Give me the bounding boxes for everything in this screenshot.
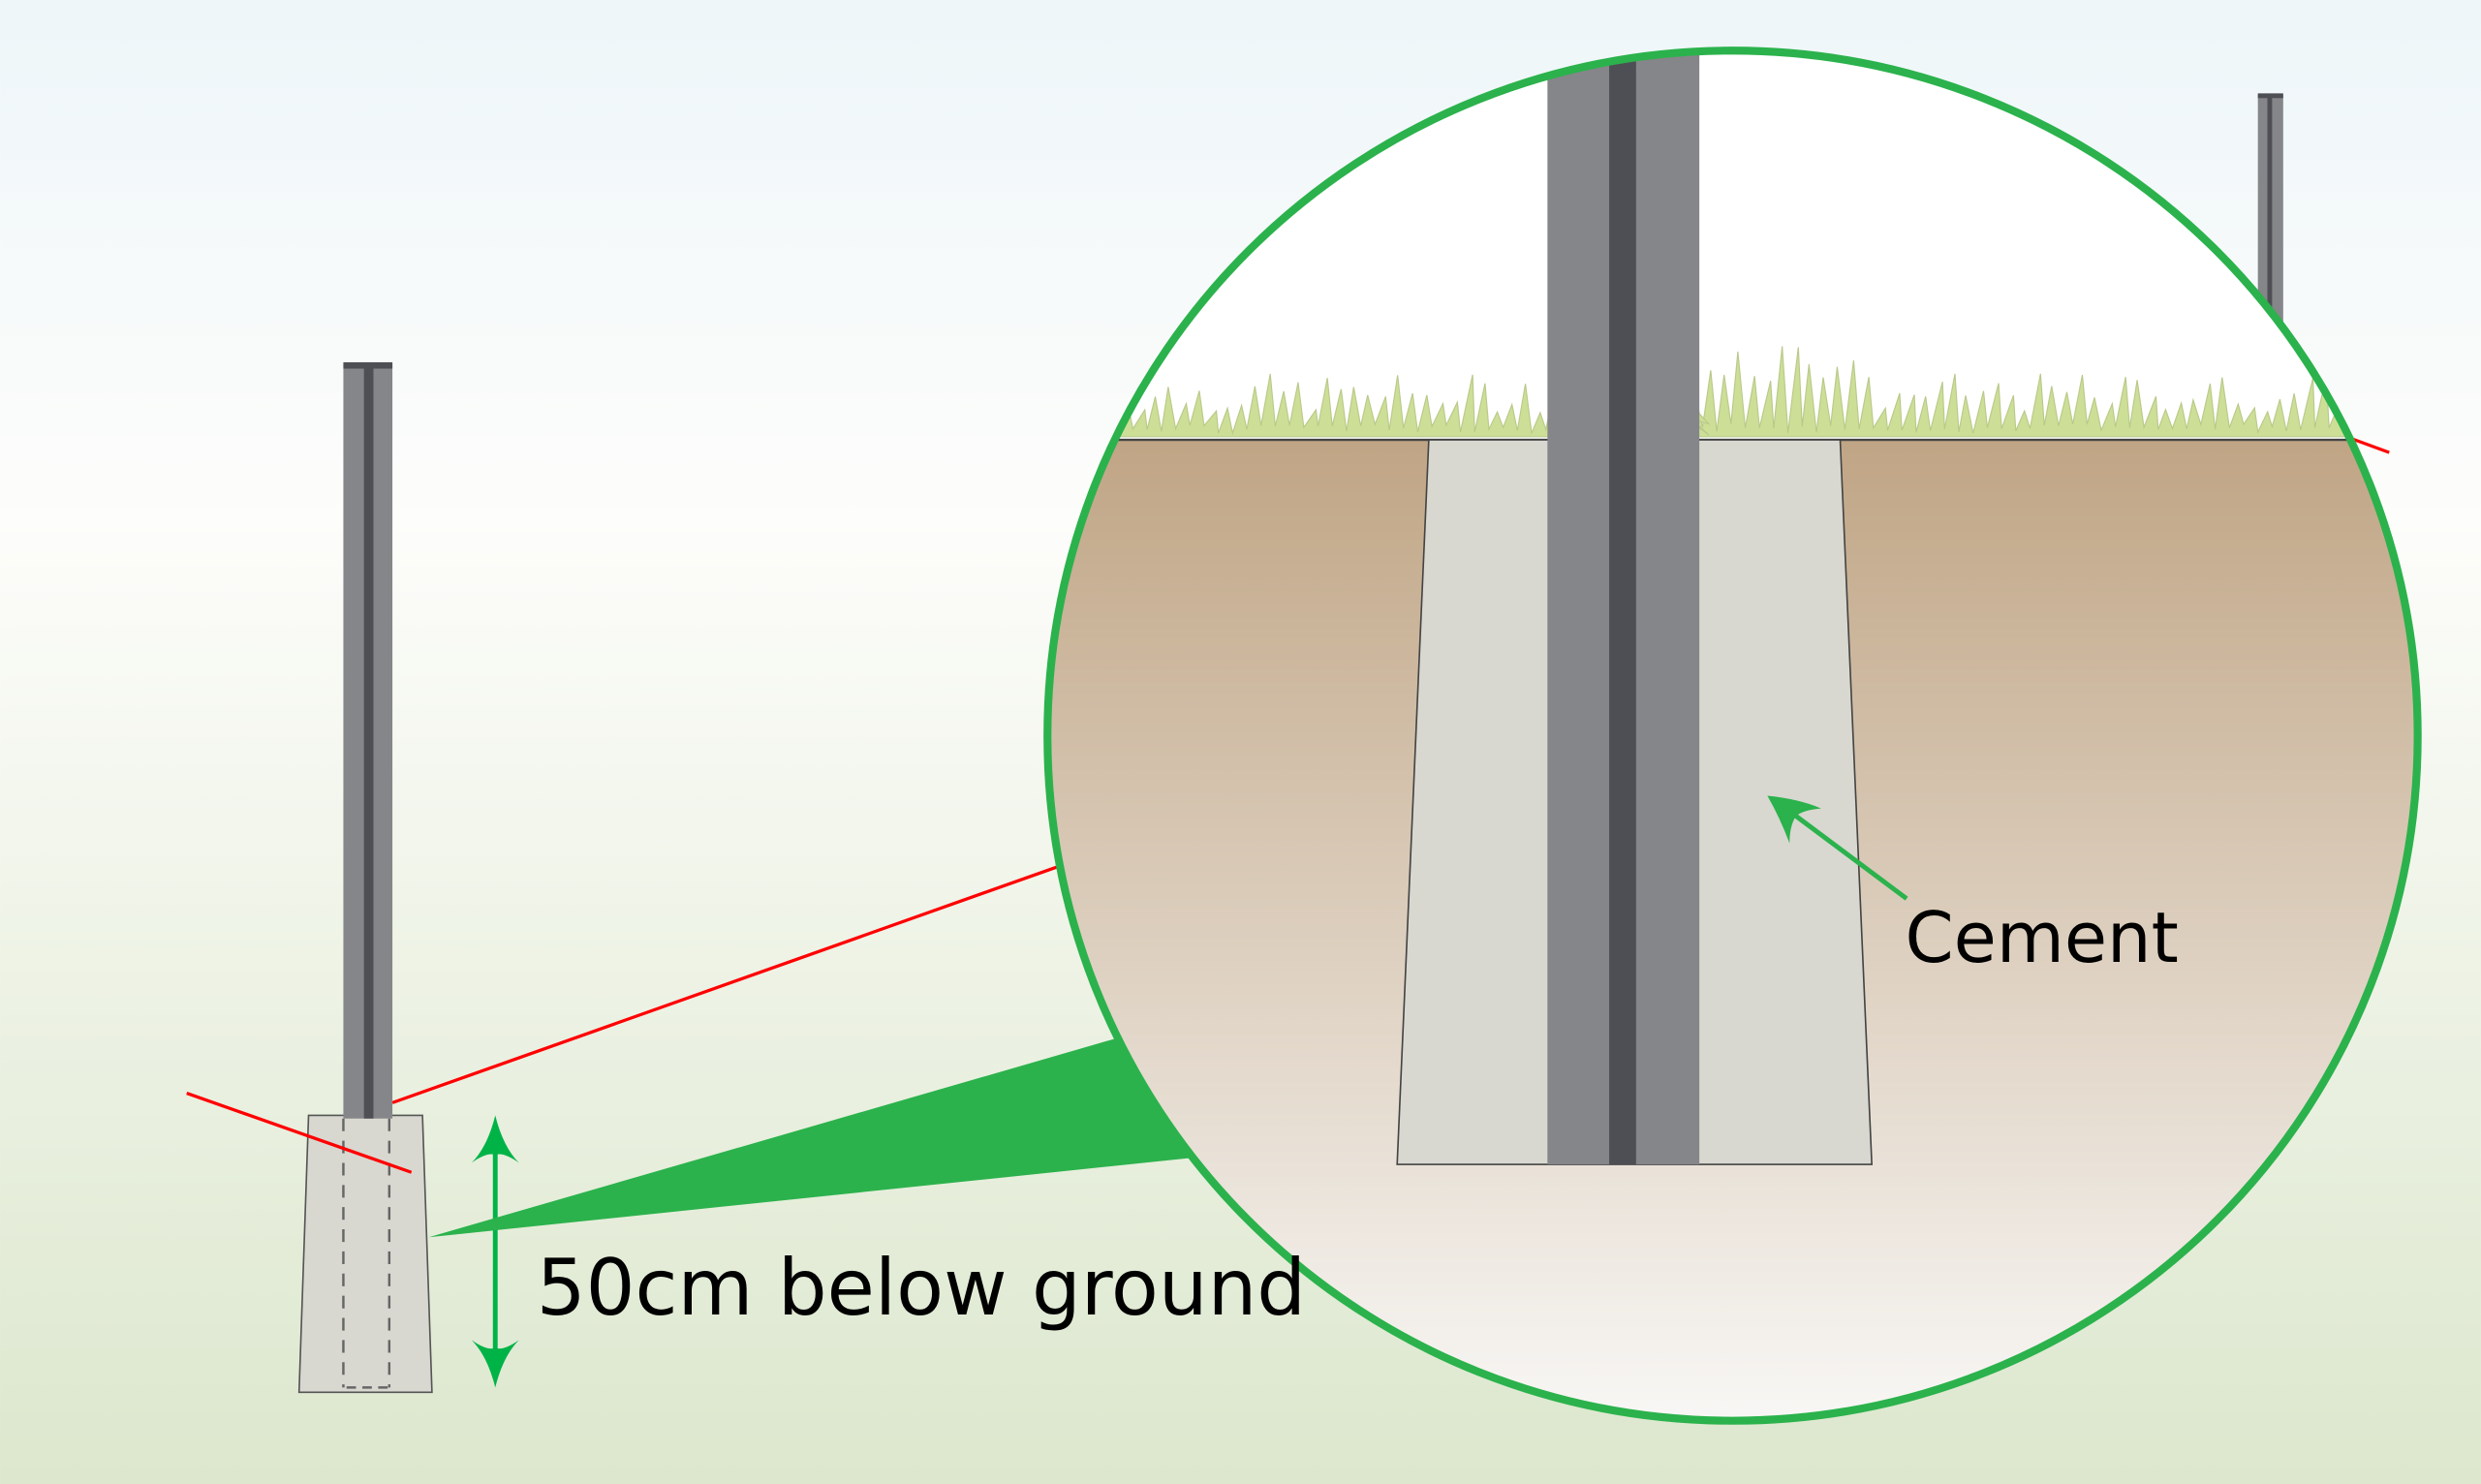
grass-blades xyxy=(1106,346,2374,438)
depth-arrow xyxy=(471,1115,519,1388)
string-line xyxy=(186,1092,413,1174)
magnifier-ring xyxy=(1043,46,2422,1425)
cement-pointer-arrow xyxy=(1767,795,1908,901)
magnify-pointer xyxy=(428,1036,1191,1238)
string-line xyxy=(391,865,1058,1104)
depth-label: 50cm below ground xyxy=(537,1243,1306,1333)
cement-label: Cement xyxy=(1905,897,2178,978)
